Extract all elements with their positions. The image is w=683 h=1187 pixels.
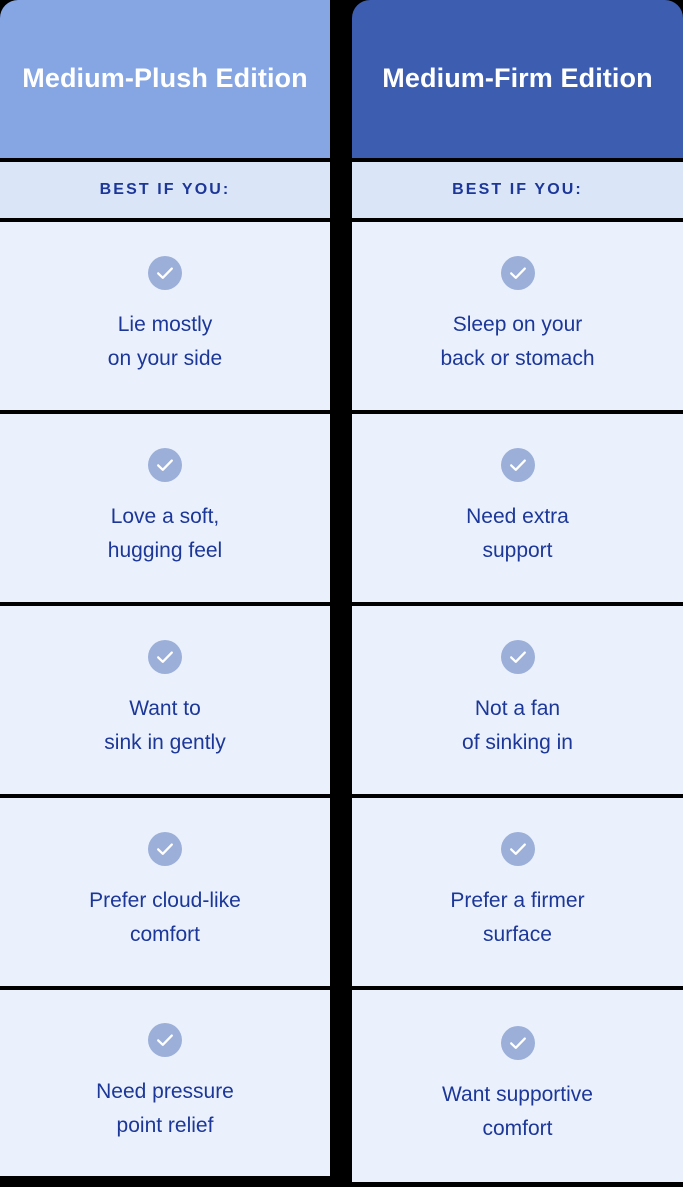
benefit-text: Sleep on your back or stomach xyxy=(440,312,595,370)
benefit-row: Need extra support xyxy=(352,414,683,606)
check-circle-icon xyxy=(148,1022,182,1075)
benefit-text: Need extra support xyxy=(466,504,569,562)
benefit-row: Prefer cloud-like comfort xyxy=(0,798,330,990)
benefit-row: Not a fan of sinking in xyxy=(352,606,683,798)
benefit-text: Want supportive comfort xyxy=(442,1082,593,1140)
benefit-rows-medium-firm: Sleep on your back or stomach Need extra… xyxy=(352,222,683,1182)
check-circle-icon xyxy=(500,255,535,308)
benefit-row: Want to sink in gently xyxy=(0,606,330,798)
check-circle-icon xyxy=(500,1025,535,1078)
benefit-text: Love a soft, hugging feel xyxy=(107,504,223,562)
benefit-rows-medium-plush: Lie mostly on your side Love a soft, hug… xyxy=(0,222,330,1176)
benefit-text: Not a fan of sinking in xyxy=(462,696,573,754)
benefit-row: Need pressure point relief xyxy=(0,990,330,1176)
best-if-you-band-medium-plush: BEST IF YOU: xyxy=(0,158,330,222)
benefit-text: Prefer cloud-like comfort xyxy=(89,888,241,946)
check-circle-icon xyxy=(500,447,535,500)
benefit-text: Prefer a firmer surface xyxy=(450,888,585,946)
benefit-row: Want supportive comfort xyxy=(352,990,683,1182)
check-circle-icon xyxy=(500,639,535,692)
check-circle-icon xyxy=(500,831,535,884)
column-header-medium-plush: Medium-Plush Edition xyxy=(0,0,330,158)
check-circle-icon xyxy=(148,639,182,692)
benefit-text: Need pressure point relief xyxy=(96,1079,234,1137)
check-circle-icon xyxy=(148,255,182,308)
benefit-row: Sleep on your back or stomach xyxy=(352,222,683,414)
comparison-column-medium-plush: Medium-Plush Edition BEST IF YOU: Lie mo… xyxy=(0,0,330,1176)
benefit-row: Love a soft, hugging feel xyxy=(0,414,330,606)
check-circle-icon xyxy=(148,831,182,884)
check-circle-icon xyxy=(148,447,182,500)
benefit-row: Prefer a firmer surface xyxy=(352,798,683,990)
comparison-column-medium-firm: Medium-Firm Edition BEST IF YOU: Sleep o… xyxy=(352,0,683,1182)
benefit-row: Lie mostly on your side xyxy=(0,222,330,414)
benefit-text: Lie mostly on your side xyxy=(107,312,223,370)
column-header-medium-firm: Medium-Firm Edition xyxy=(352,0,683,158)
benefit-text: Want to sink in gently xyxy=(104,696,226,754)
best-if-you-band-medium-firm: BEST IF YOU: xyxy=(352,158,683,222)
